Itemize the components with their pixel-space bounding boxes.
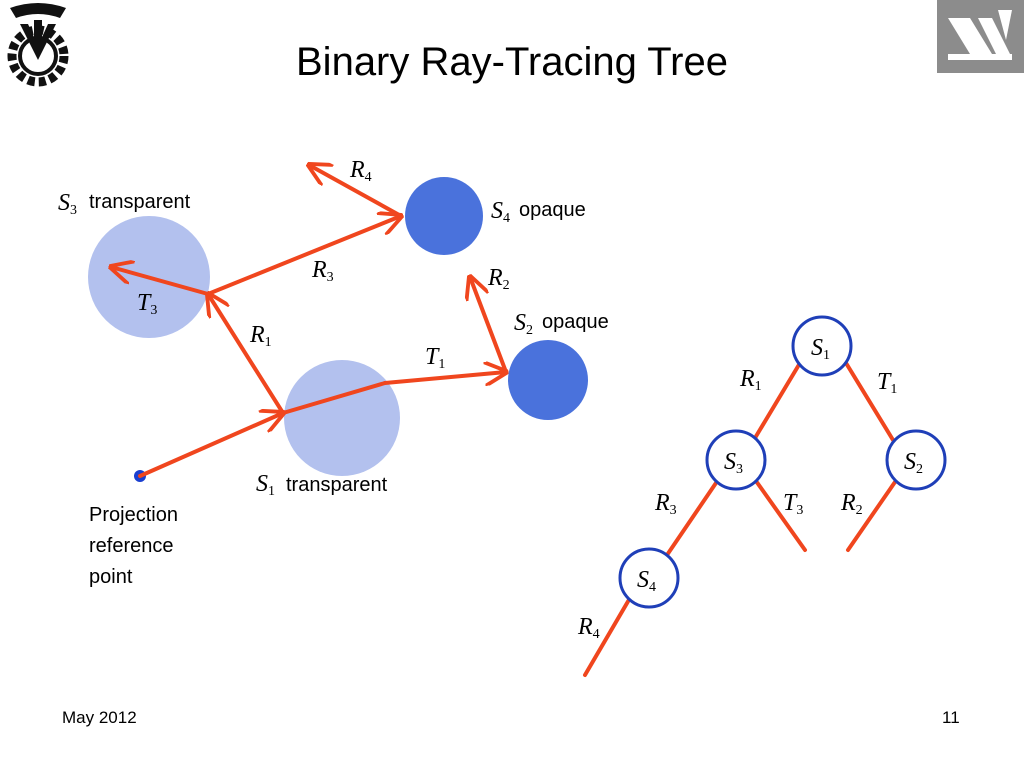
tree-node-s4-label: S4: [637, 567, 656, 595]
ray-r3: [206, 216, 401, 296]
footer-date: May 2012: [62, 708, 137, 727]
tree-edge-r4-label: R4: [577, 614, 600, 642]
technion-gear-logo: [0, 0, 76, 96]
ray-r1: [208, 294, 285, 415]
label-s1-desc: transparent: [286, 474, 388, 496]
svg-text:Projection: Projection: [89, 504, 178, 526]
tree-edge-r3: [665, 478, 720, 557]
label-r3: R3: [311, 257, 334, 285]
label-s2-desc: opaque: [542, 311, 609, 333]
tree-edge-t3-label: T3: [783, 490, 803, 518]
sphere-s4: [405, 177, 483, 255]
label-s2: S2: [514, 310, 533, 338]
label-r1: R1: [249, 322, 272, 350]
sphere-s2: [508, 340, 588, 420]
tree-edge-r2: [846, 480, 897, 552]
tree-edge-r2-label: R2: [840, 490, 863, 518]
tree-node-s3: [705, 429, 767, 491]
label-s4-desc: opaque: [519, 199, 586, 221]
label-s4: S4: [491, 198, 510, 226]
ray-t3: [111, 267, 210, 296]
svg-text:reference: reference: [89, 535, 174, 557]
tree-node-s2: [885, 429, 947, 491]
hebrew-letters-logo: [937, 0, 1024, 73]
ray-t1-inside: [281, 381, 387, 415]
ray-t1: [383, 372, 506, 383]
projection-label: Projection reference point: [89, 504, 178, 588]
label-s1: S1: [256, 471, 275, 499]
tree-edge-t1-label: T1: [877, 369, 897, 397]
tree-node-s3-label: S3: [724, 449, 743, 477]
ray-r4: [309, 165, 403, 218]
tree-edge-r1-label: R1: [739, 366, 762, 394]
tree-edge-t1: [844, 361, 895, 442]
page-number: 11: [942, 708, 960, 727]
label-t3: T3: [137, 290, 157, 318]
tree-node-s2-label: S2: [904, 449, 923, 477]
ray-eye: [138, 413, 283, 478]
tree-edge-r3-label: R3: [654, 490, 677, 518]
label-s3-desc: transparent: [89, 191, 191, 213]
label-r2: R2: [487, 265, 510, 293]
tree-node-s1: [791, 315, 853, 377]
tree-edge-r4: [583, 596, 632, 677]
slide-title: Binary Ray-Tracing Tree: [296, 40, 728, 84]
label-r4: R4: [349, 157, 372, 185]
tree-node-s4: [618, 547, 680, 609]
label-t1: T1: [425, 344, 445, 372]
sphere-s1: [284, 360, 400, 476]
tree-edge-r1: [753, 361, 802, 440]
ray-r2: [470, 277, 508, 374]
tree-node-s1-label: S1: [811, 335, 830, 363]
tree-edge-t3: [754, 479, 807, 552]
svg-text:point: point: [89, 566, 133, 588]
label-s3: S3: [58, 190, 77, 218]
